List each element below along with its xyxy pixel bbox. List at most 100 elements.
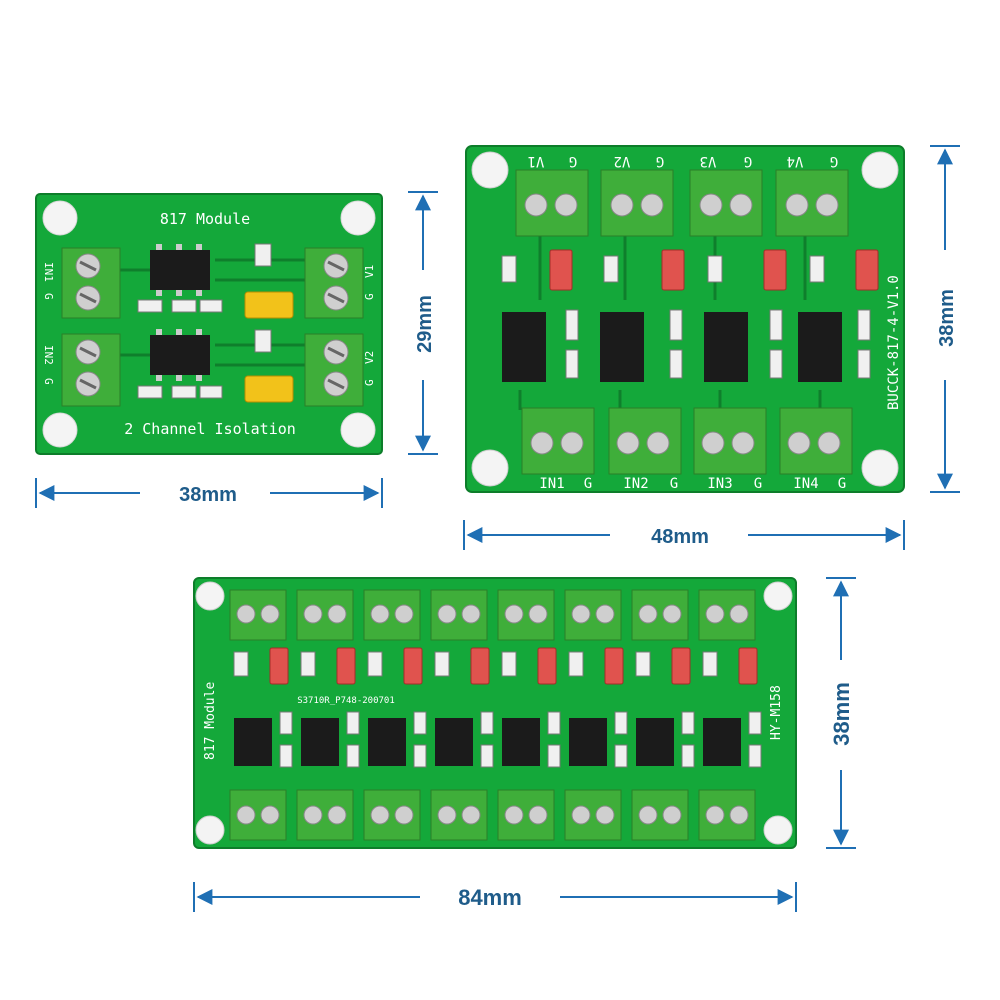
- jumper: [244, 291, 294, 319]
- pin-label: G: [42, 378, 55, 385]
- pin-label: G: [363, 379, 376, 386]
- jumper: [549, 249, 573, 291]
- screw: [303, 805, 323, 825]
- screw: [705, 805, 725, 825]
- screw: [370, 604, 390, 624]
- pin-label: V2: [363, 351, 376, 364]
- screw: [595, 604, 615, 624]
- pin-label: G: [42, 293, 55, 300]
- pin-label: G: [569, 153, 577, 169]
- terminal-block: [693, 407, 767, 475]
- smd-resistor: [434, 651, 450, 677]
- smd-led: [748, 711, 762, 735]
- smd-resistor: [702, 651, 718, 677]
- board-version: BUCCK-817-4-V1.0: [886, 275, 902, 410]
- board-4-channel: V1 G V2 G V3 G V4 G IN1 G IN2 G IN3 G IN…: [465, 145, 905, 493]
- pin-label: IN4: [793, 476, 818, 492]
- jumper: [244, 375, 294, 403]
- screw: [461, 805, 481, 825]
- screw: [236, 805, 256, 825]
- pin-label: G: [363, 293, 376, 300]
- screw: [394, 604, 414, 624]
- smd-resistor: [501, 651, 517, 677]
- smd-resistor: [346, 744, 360, 768]
- svg-text:38mm: 38mm: [936, 289, 958, 347]
- smd-led: [480, 711, 494, 735]
- pin-label: G: [584, 476, 592, 492]
- screw: [729, 604, 749, 624]
- pin-label: V1: [363, 265, 376, 278]
- svg-text:48mm: 48mm: [651, 526, 709, 548]
- smd-resistor: [635, 651, 651, 677]
- terminal-block: [61, 247, 121, 319]
- smd-led: [614, 711, 628, 735]
- optocoupler-chip: [234, 718, 272, 766]
- optocoupler-chip: [502, 312, 546, 382]
- screw: [638, 805, 658, 825]
- smd-resistor: [413, 744, 427, 768]
- dimension-height-4ch: 38mm: [930, 145, 960, 493]
- screw: [437, 805, 457, 825]
- smd-led: [547, 711, 561, 735]
- screw: [571, 604, 591, 624]
- terminal-block: [689, 169, 763, 237]
- dimension-width-4ch: 48mm: [463, 520, 905, 550]
- board-model: HY-M158: [769, 685, 784, 740]
- pin-label: G: [670, 476, 678, 492]
- pin-label: IN3: [707, 476, 732, 492]
- jumper: [738, 647, 758, 685]
- smd-resistor: [233, 651, 249, 677]
- jumper: [763, 249, 787, 291]
- screw: [729, 805, 749, 825]
- screw: [504, 805, 524, 825]
- screw: [303, 604, 323, 624]
- pin-label: G: [830, 153, 838, 169]
- pin-label: V1: [528, 153, 545, 169]
- smd-resistor: [279, 744, 293, 768]
- terminal-block: [521, 407, 595, 475]
- dimension-height-2ch: 29mm: [408, 191, 438, 455]
- optocoupler-chip: [798, 312, 842, 382]
- pin-label: IN2: [623, 476, 648, 492]
- pin-label: IN1: [42, 262, 55, 282]
- optocoupler-chip: [636, 718, 674, 766]
- screw: [662, 805, 682, 825]
- screw: [394, 805, 414, 825]
- board-8-channel: 817 Module HY-M158 S3710R_P748-200701: [193, 577, 797, 849]
- dimension-width-2ch: 38mm: [35, 478, 383, 508]
- jumper: [671, 647, 691, 685]
- screw: [595, 805, 615, 825]
- optocoupler-chip: [600, 312, 644, 382]
- board-subtitle: 2 Channel Isolation: [124, 420, 296, 438]
- screw: [705, 604, 725, 624]
- terminal-block: [304, 333, 364, 407]
- terminal-block: [600, 169, 674, 237]
- smd-led: [346, 711, 360, 735]
- screw: [327, 604, 347, 624]
- jumper: [661, 249, 685, 291]
- svg-text:38mm: 38mm: [179, 484, 237, 506]
- dimension-width-8ch: 84mm: [193, 882, 797, 912]
- optocoupler-chip: [435, 718, 473, 766]
- jumper: [537, 647, 557, 685]
- screw: [504, 604, 524, 624]
- optocoupler-chip: [150, 329, 210, 381]
- screw: [662, 604, 682, 624]
- part-code: S3710R_P748-200701: [297, 696, 395, 706]
- optocoupler-chip: [368, 718, 406, 766]
- smd-resistor: [748, 744, 762, 768]
- svg-text:84mm: 84mm: [458, 885, 522, 910]
- pin-label: G: [656, 153, 664, 169]
- optocoupler-chip: [150, 244, 210, 296]
- screw: [327, 805, 347, 825]
- pin-label: V3: [700, 153, 717, 169]
- screw: [260, 805, 280, 825]
- screw: [461, 604, 481, 624]
- smd-led: [279, 711, 293, 735]
- smd-led: [681, 711, 695, 735]
- terminal-block: [515, 169, 589, 237]
- terminal-block: [304, 247, 364, 319]
- jumper: [336, 647, 356, 685]
- optocoupler-chip: [704, 312, 748, 382]
- svg-text:29mm: 29mm: [414, 295, 436, 353]
